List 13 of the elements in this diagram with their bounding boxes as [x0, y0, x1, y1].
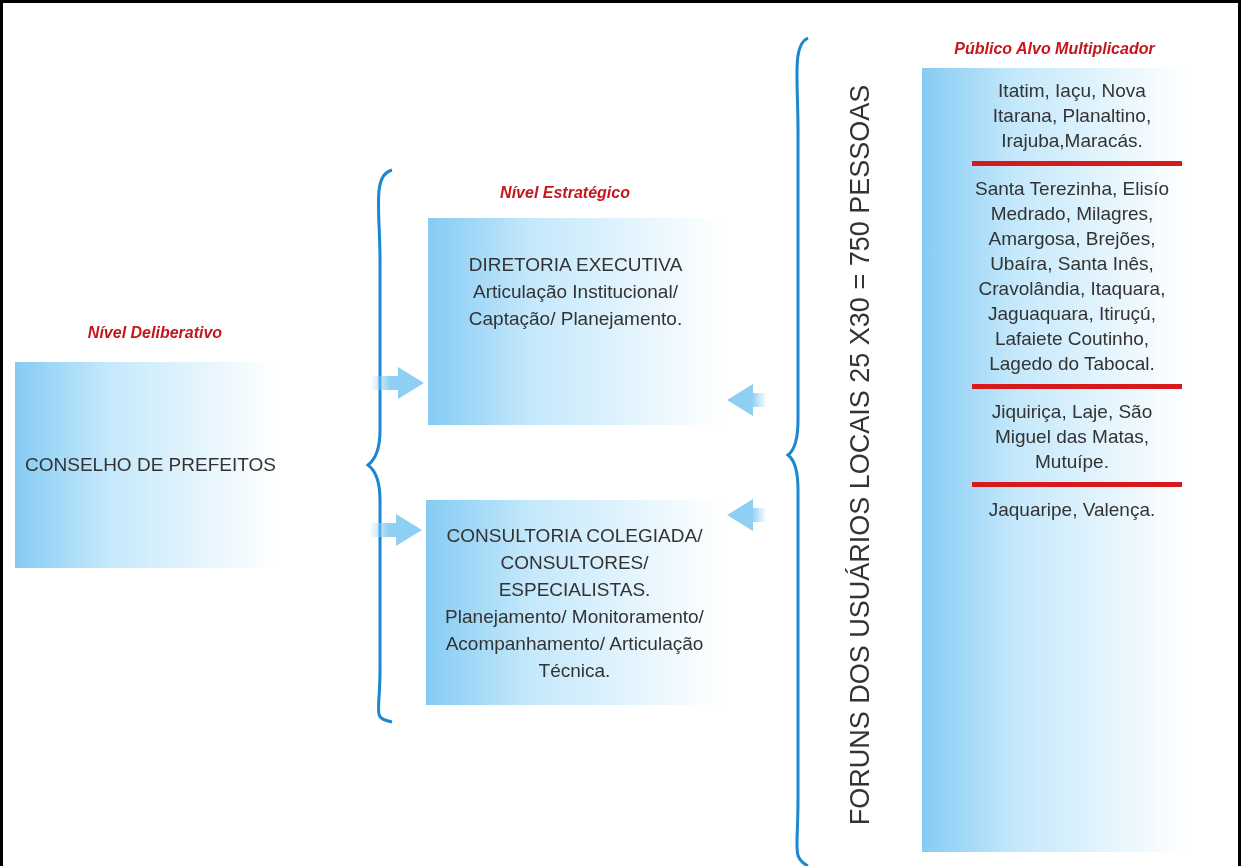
box-text: CONSULTORIA COLEGIADA/ CONSULTORES/ ESPECIALISTAS. [445, 523, 704, 602]
level-heading: Nível Estratégico [500, 184, 630, 202]
level-heading: Nível Deliberativo [87, 324, 223, 342]
box-text: Planejamento/ Monitoramento/ Acompanhamento/ Articulação Técnica. [444, 604, 705, 683]
place-list: Itatim, Iaçu, Nova Itarana, Planaltino, Irajuba,Maracás. [967, 78, 1177, 153]
place-list: Santa Terezinha, Elisío Medrado, Milagres, Amargosa, Brejões, Ubaíra, Santa Inês, Cravolândia, Itaquara, Jaguaquara, Itiruçú, Lafaiete Coutinho, Lagedo do Tabocal. [967, 176, 1177, 376]
box-text: CONSELHO DE PREFEITOS [25, 454, 276, 476]
vertical-label: FORUNS DOS USUÁRIOS LOCAIS 25 X30 = 750 PESSOAS [844, 83, 876, 828]
place-list: Jiquiriça, Laje, São Miguel das Matas, Mutuípe. [967, 399, 1177, 474]
box-text: DIRETORIA EXECUTIVA [467, 253, 684, 277]
box-text: Articulação Institucional/ Captação/ Planejamento. [467, 280, 684, 331]
place-list: Jaquaripe, Valença. [967, 497, 1177, 522]
column-heading: Público Alvo Multiplicador [954, 40, 1155, 58]
